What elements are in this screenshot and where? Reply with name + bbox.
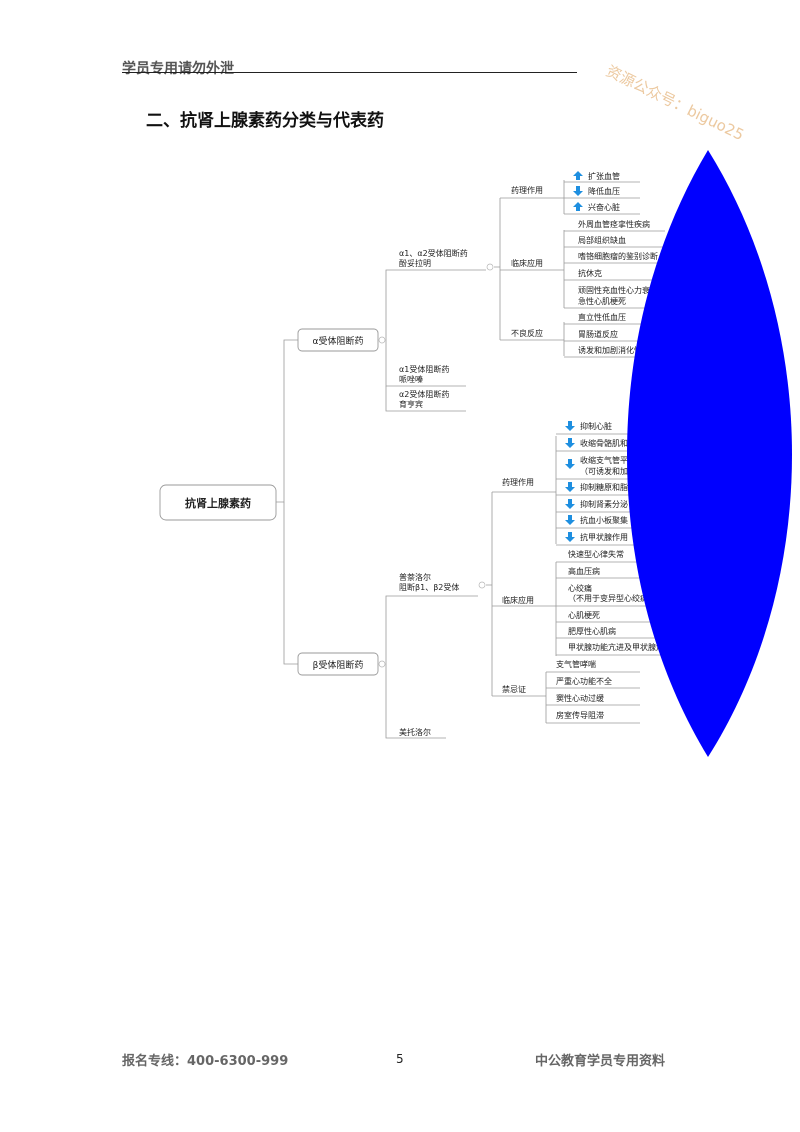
alpha-a12-line1: α1、α2受体阻断药 (399, 248, 468, 258)
beta-pharm-item: 抑制糖原和脂肪分解 (580, 482, 652, 492)
beta-node (297, 652, 379, 676)
beta-clinical-item: 甲状腺功能亢进及甲状腺危象 (568, 642, 672, 652)
beta-clinical-label: 临床应用 (502, 595, 534, 605)
beta-label: β受体阻断药 (313, 659, 364, 671)
footer-hotline: 报名专线：400-6300-999 (122, 1054, 289, 1069)
alpha-adverse-item: 直立性低血压 (578, 312, 626, 322)
beta-pharm-item: 抗血小板聚集 (580, 515, 628, 525)
beta-clinical-item: 心绞痛 (568, 583, 592, 593)
alpha-adverse-item: 胃肠道反应 (578, 329, 618, 339)
alpha-a2-line1: α2受体阻断药 (399, 389, 449, 399)
beta-contra-item: 窦性心动过缓 (556, 693, 604, 703)
blue-lens-overlay (627, 150, 792, 757)
arrow-up-icon (573, 202, 583, 211)
beta-collapse-icon[interactable] (378, 660, 386, 668)
beta-pharm-item: 抗甲状腺作用 (580, 532, 628, 542)
alpha-pharm-item: 兴奋心脏 (588, 202, 620, 212)
beta-pharm-item: （可诱发和加重哮喘） (580, 466, 660, 476)
arrow-down-icon (573, 186, 583, 196)
root-label: 抗肾上腺素药 (185, 496, 251, 510)
alpha-a1-line2: 哌唑嗪 (399, 374, 423, 384)
alpha-collapse-icon[interactable] (378, 336, 386, 344)
arrow-down-icon (565, 459, 575, 469)
alpha-clinical-item: 嗜铬细胞瘤的鉴别诊断 (578, 251, 658, 261)
beta-clinical-item: 快速型心律失常 (568, 549, 624, 559)
alpha-a1-line1: α1受体阻断药 (399, 364, 449, 374)
footer-brand: 中公教育学员专用资料 (535, 1054, 666, 1069)
alpha-clinical-item: 外周血管痉挛性疾病 (578, 219, 650, 229)
section-title: 二、抗肾上腺素药分类与代表药 (146, 111, 384, 131)
beta-prop-line1: 普萘洛尔 (399, 572, 431, 582)
beta-pharm-item: 抑制肾素分泌 (580, 499, 628, 509)
beta-meto-label: 美托洛尔 (399, 727, 431, 737)
arrow-down-icon (565, 421, 575, 431)
alpha-clinical-label: 临床应用 (511, 258, 543, 268)
beta-clinical-item: 高血压病 (568, 566, 600, 576)
alpha-a12-collapse-icon[interactable] (486, 263, 494, 271)
beta-contra-label: 禁忌证 (502, 685, 526, 694)
arrow-down-icon (565, 499, 575, 509)
arrow-down-icon (565, 515, 575, 525)
alpha-a12-line2: 酚妥拉明 (399, 258, 431, 268)
arrow-down-icon (565, 438, 575, 448)
alpha-clinical-item: 顽固性充血性心力衰竭 (578, 285, 658, 295)
beta-clinical-item: 心肌梗死 (568, 610, 600, 620)
alpha-clinical-item: 局部组织缺血 (578, 235, 626, 245)
beta-contra-item: 房室传导阻滞 (556, 710, 604, 720)
alpha-pharm-item: 扩张血管 (588, 171, 620, 181)
alpha-clinical-item: 抗休克 (578, 268, 602, 278)
arrow-down-icon (565, 482, 575, 492)
beta-contra-item: 严重心功能不全 (556, 676, 612, 686)
alpha-adverse-label: 不良反应 (511, 328, 543, 338)
alpha-pharm-label: 药理作用 (511, 185, 543, 195)
beta-pharm-item: 抑制心脏 (580, 421, 612, 431)
beta-pharm-label: 药理作用 (502, 477, 534, 487)
alpha-clinical-item: 急性心肌梗死 (578, 296, 626, 306)
page-header: 学员专用请勿外泄 (122, 61, 234, 77)
beta-clinical-item: （不用于变异型心绞痛） (568, 593, 656, 603)
arrow-up-icon (573, 171, 583, 180)
beta-pharm-item: 收缩支气管平滑肌 (580, 455, 644, 465)
alpha-a2-line2: 育亨宾 (399, 399, 423, 409)
arrow-down-icon (565, 532, 575, 542)
alpha-pharm-item: 降低血压 (588, 186, 620, 196)
page-number: 5 (396, 1052, 404, 1066)
beta-contra-item: 支气管哮喘 (556, 659, 596, 669)
beta-clinical-item: 肥厚性心肌病 (568, 626, 616, 636)
beta-prop-collapse-icon[interactable] (478, 581, 486, 589)
alpha-node (297, 328, 379, 352)
root-node (159, 484, 277, 521)
header-rule (122, 72, 577, 73)
beta-pharm-item: 收缩骨骼肌和内脏血管 (580, 438, 660, 448)
alpha-adverse-item: 诱发和加剧消化性溃疡 (578, 345, 658, 355)
alpha-label: α受体阻断药 (313, 335, 364, 347)
beta-prop-line2: 阻断β1、β2受体 (399, 582, 459, 592)
